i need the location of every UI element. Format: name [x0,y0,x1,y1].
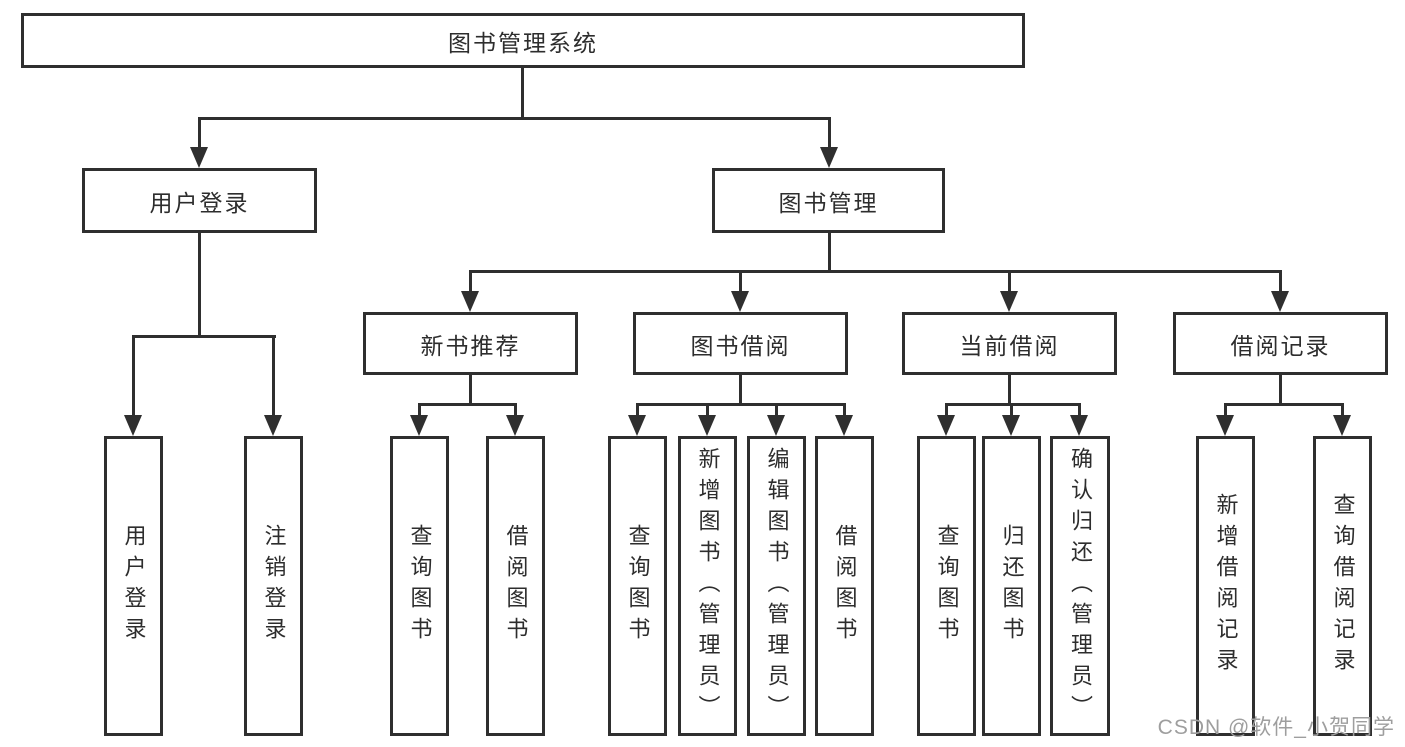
connector-new-book-stub [469,373,472,406]
connector-drop [514,403,517,417]
connector-current-borrow-stub [1008,373,1011,406]
arrowhead-down [1000,291,1018,312]
arrowhead-down [1216,415,1234,436]
connector-drop [1279,270,1282,294]
connector-user-login-rail [132,335,276,338]
connector-drop [1224,403,1227,417]
leaf-edit-books-admin: 编辑图书（管理员） [747,436,806,736]
connector-borrow-record-rail [1224,403,1344,406]
arrowhead-down [410,415,428,436]
arrowhead-down [506,415,524,436]
connector-drop [1078,403,1081,417]
connector-drop [1341,403,1344,417]
connector-drop [469,270,472,294]
leaf-user-login: 用户登录 [104,436,163,736]
node-borrow-record: 借阅记录 [1173,312,1388,375]
connector-drop [132,335,135,418]
leaf-logout: 注销登录 [244,436,303,736]
leaf-query-books: 查询图书 [917,436,976,736]
node-user-login: 用户登录 [82,168,317,233]
connector-drop [636,403,639,417]
connector-drop [843,403,846,417]
connector-drop [418,403,421,417]
leaf-return-books: 归还图书 [982,436,1041,736]
leaf-query-borrow-record: 查询借阅记录 [1313,436,1372,736]
connector-drop [945,403,948,417]
connector-current-borrow-rail [945,403,1081,406]
connector-drop [706,403,709,417]
connector-root-rail [198,117,831,120]
arrowhead-down [1070,415,1088,436]
connector-drop [1008,270,1011,294]
connector-drop [739,270,742,294]
connector-borrow-record-stub [1279,373,1282,406]
leaf-query-books: 查询图书 [390,436,449,736]
arrowhead-down [1002,415,1020,436]
node-system-root: 图书管理系统 [21,13,1025,68]
arrowhead-down [835,415,853,436]
connector-drop [272,335,275,418]
arrowhead-down [628,415,646,436]
connector-book-management-stub [828,231,831,273]
watermark: CSDN @软件_小贺同学 [1157,716,1395,739]
node-new-book-recommend: 新书推荐 [363,312,578,375]
arrowhead-down [731,291,749,312]
node-book-management: 图书管理 [712,168,945,233]
connector-drop [1010,403,1013,417]
arrowhead-down [461,291,479,312]
leaf-query-books: 查询图书 [608,436,667,736]
leaf-confirm-return-admin: 确认归还（管理员） [1050,436,1110,736]
arrowhead-down [937,415,955,436]
arrowhead-down [1333,415,1351,436]
connector-drop [775,403,778,417]
connector-book-borrow-rail [636,403,846,406]
connector-new-book-rail [418,403,517,406]
connector-root-stub [521,66,524,119]
connector-book-borrow-stub [739,373,742,406]
arrowhead-down [767,415,785,436]
connector-user-login-drop [198,117,201,150]
leaf-add-borrow-record: 新增借阅记录 [1196,436,1255,736]
connector-book-management-rail [469,270,1282,273]
leaf-add-books-admin: 新增图书（管理员） [678,436,737,736]
arrowhead-down [264,415,282,436]
leaf-borrow-books: 借阅图书 [815,436,874,736]
connector-user-login-stub [198,231,201,338]
connector-book-management-drop [828,117,831,150]
leaf-borrow-books: 借阅图书 [486,436,545,736]
arrowhead-down [698,415,716,436]
arrowhead-user-login [190,147,208,168]
node-current-borrow: 当前借阅 [902,312,1117,375]
arrowhead-down [1271,291,1289,312]
arrowhead-book-management [820,147,838,168]
arrowhead-down [124,415,142,436]
node-book-borrow: 图书借阅 [633,312,848,375]
